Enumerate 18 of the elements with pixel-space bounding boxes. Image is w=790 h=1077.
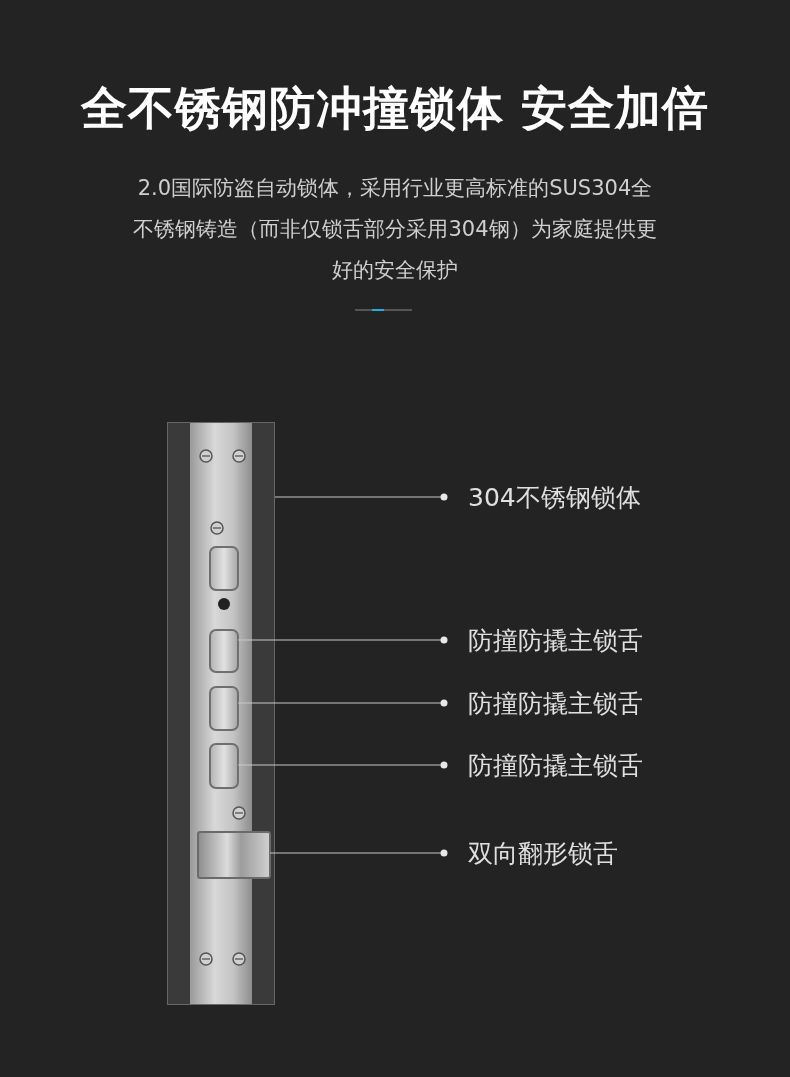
leader-line [237,761,448,769]
part-label: 304不锈钢锁体 [440,479,760,515]
leader-line [269,849,448,857]
part-label: 防撞防撬主锁舌 [440,747,760,783]
main-bolt [209,743,239,789]
part-label: 防撞防撬主锁舌 [440,685,760,721]
title: 全不锈钢防冲撞锁体 安全加倍 [81,80,709,137]
main-bolt [209,686,239,731]
lock-body-drawing [167,422,275,1005]
description-text: 2.0国际防盗自动锁体，采用行业更高标准的SUS304全不锈钢铸造（而非仅锁舌部分采用304钢）为家庭提供更好的安全保护 [132,175,658,284]
leader-line [237,699,448,707]
part-label: 防撞防撬主锁舌 [440,622,760,658]
part-label: 双向翻形锁舌 [440,835,760,871]
main-bolt [209,546,239,591]
latch-bolt [197,831,271,879]
leader-line [237,636,448,644]
leader-line [274,493,448,501]
main-bolt [209,629,239,673]
